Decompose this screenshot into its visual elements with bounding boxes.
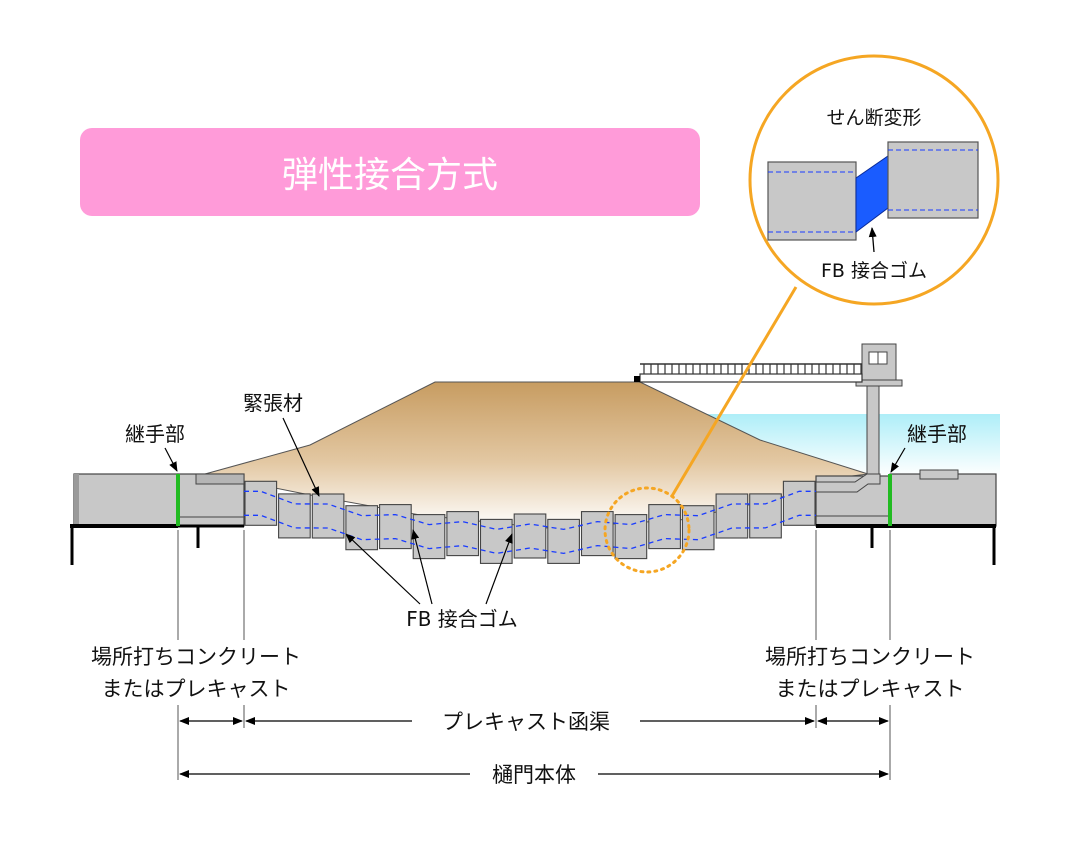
inset-title: せん断変形	[826, 107, 921, 129]
walkway-bridge	[634, 363, 863, 383]
label-joint-right: 継手部	[907, 422, 967, 446]
extension-lines	[177, 530, 891, 780]
label-tendon: 緊張材	[243, 391, 303, 415]
left-structure	[70, 473, 245, 565]
label-gate-body: 樋門本体	[492, 763, 576, 787]
callout-line	[670, 286, 798, 497]
label-cast-left-1: 場所打ちコンクリート	[91, 645, 301, 669]
tendon-bottom	[243, 514, 816, 555]
label-cast-left-2: またはプレキャスト	[102, 677, 291, 701]
culvert-segment	[715, 493, 749, 539]
inset-rubber-label: FB 接合ゴム	[821, 260, 927, 282]
culvert-segment	[681, 505, 715, 551]
culvert-segment	[648, 504, 681, 550]
culvert-segment	[311, 493, 345, 539]
label-precast-culvert: プレキャスト函渠	[442, 710, 610, 734]
highlight-circle	[603, 486, 691, 574]
culvert-segment	[379, 504, 412, 550]
culvert-segment	[412, 514, 446, 560]
culvert-segment	[244, 480, 278, 526]
diagram-title: 弾性接合方式	[282, 155, 498, 196]
culvert-segment	[446, 511, 480, 557]
culvert-segment	[782, 480, 816, 526]
culvert-segment	[547, 518, 580, 564]
culvert-segment	[479, 518, 513, 564]
culvert-segment	[749, 493, 782, 539]
culvert-segment	[278, 493, 311, 539]
label-cast-right-2: またはプレキャスト	[776, 677, 965, 701]
inset-shear-detail: せん断変形 FB 接合ゴム	[748, 54, 1000, 306]
label-joint-left: 継手部	[125, 422, 185, 446]
label-fb-rubber: FB 接合ゴム	[406, 607, 518, 631]
label-cast-right-1: 場所打ちコンクリート	[765, 645, 975, 669]
tendon-top	[243, 490, 816, 531]
dimension-arrows	[179, 717, 889, 778]
right-structure	[815, 343, 997, 565]
title-band	[80, 128, 700, 216]
culvert-segment	[513, 513, 547, 559]
